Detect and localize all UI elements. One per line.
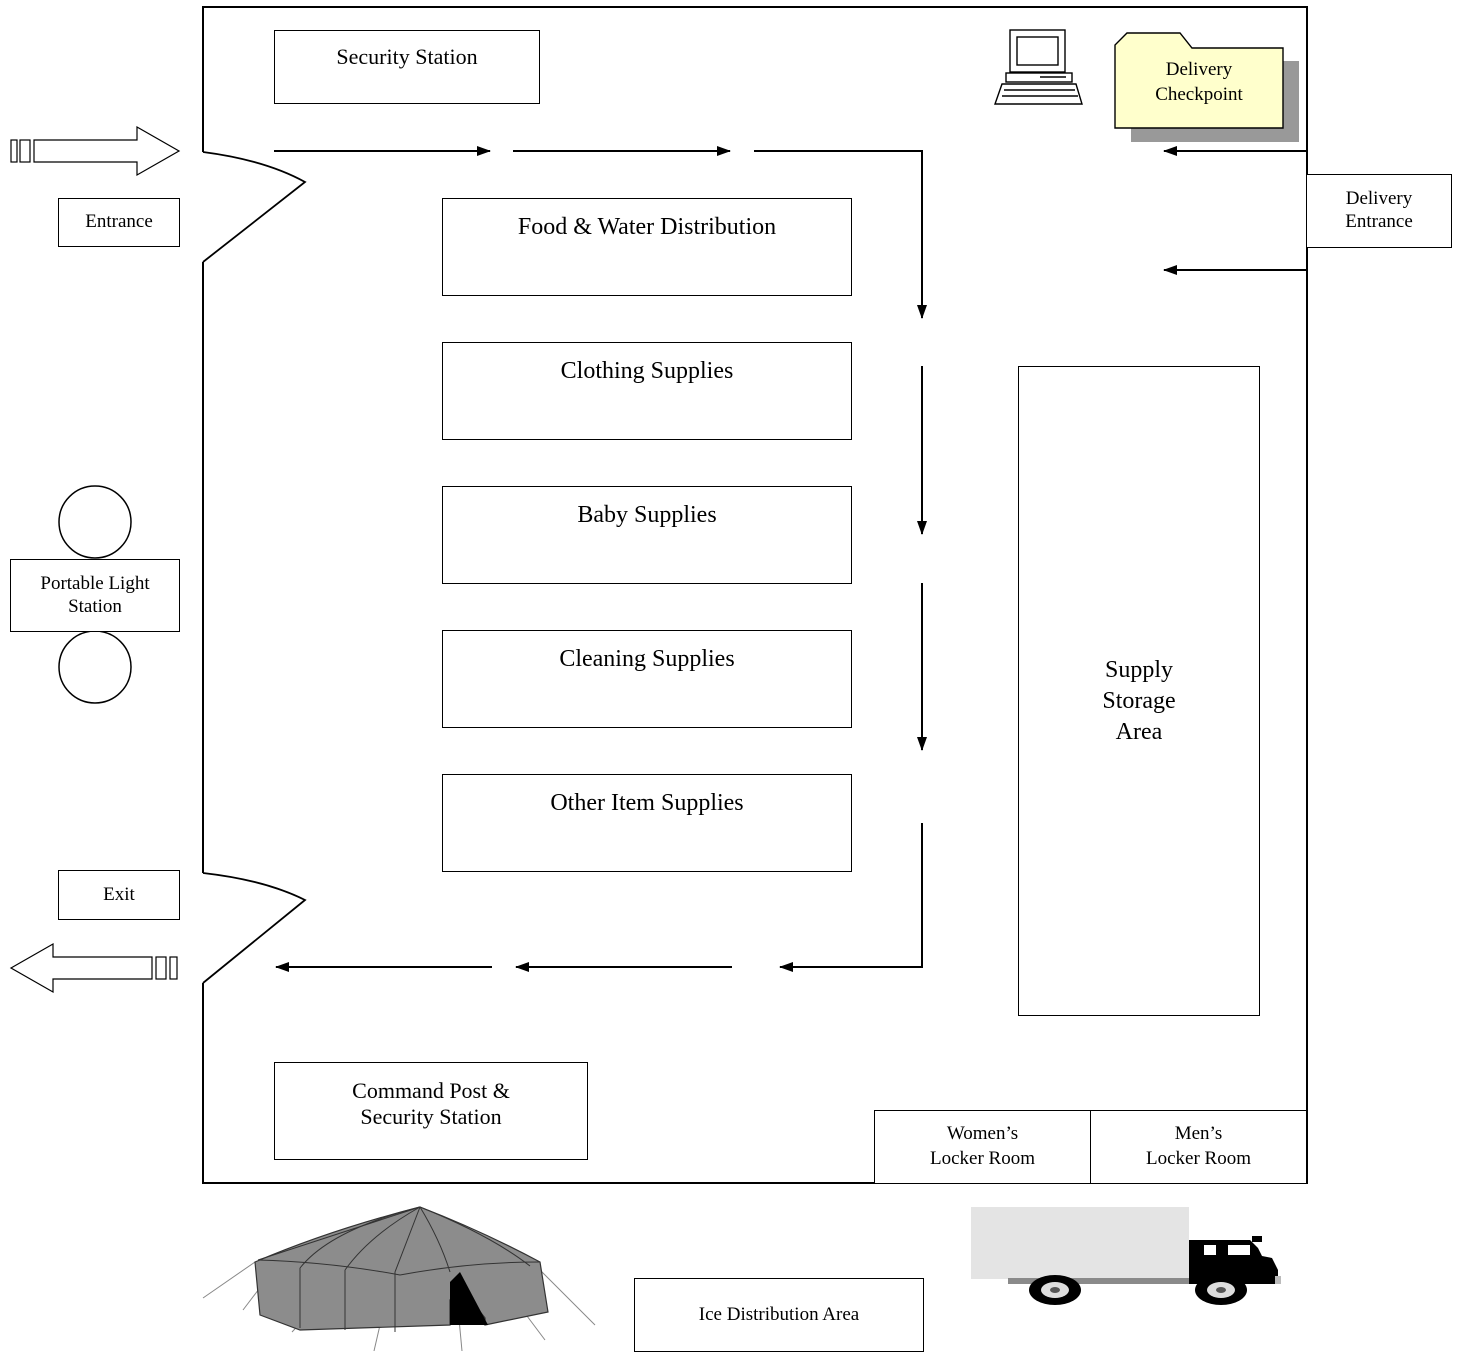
mens-locker-room-label: Men’s Locker Room: [1145, 1123, 1251, 1169]
delivery-checkpoint-label: Delivery Checkpoint: [1155, 59, 1243, 105]
security-station-label: Security Station: [336, 44, 478, 69]
portable-light-station: Portable Light Station: [10, 559, 180, 632]
station-baby: Baby Supplies: [442, 486, 852, 584]
security-station: Security Station: [274, 30, 540, 104]
delivery-entrance-label: Delivery Entrance: [1345, 188, 1413, 232]
station-food-water: Food & Water Distribution: [442, 198, 852, 296]
building-wall: [202, 6, 1308, 1184]
station-label: Other Item Supplies: [550, 790, 744, 816]
station-label: Food & Water Distribution: [517, 214, 777, 240]
truck-icon: [971, 1207, 1281, 1305]
light-icon: [58, 630, 132, 704]
folder-icon: [1114, 32, 1299, 142]
mens-locker-room: Men’s Locker Room: [1090, 1110, 1307, 1184]
command-post: Command Post & Security Station: [274, 1062, 588, 1160]
delivery-entrance: Delivery Entrance: [1306, 174, 1452, 248]
computer-icon: [994, 29, 1083, 105]
womens-locker-room-label: Women’s Locker Room: [929, 1123, 1035, 1169]
exit-label-box: Exit: [58, 870, 180, 920]
womens-locker-room: Women’s Locker Room: [874, 1110, 1091, 1184]
flow-arrow: [779, 823, 923, 972]
station-label: Cleaning Supplies: [559, 646, 735, 672]
light-icon: [58, 485, 132, 559]
station-other: Other Item Supplies: [442, 774, 852, 872]
entrance-label: Entrance: [85, 211, 153, 233]
command-post-label: Command Post & Security Station: [352, 1077, 510, 1129]
entrance-label-box: Entrance: [58, 198, 180, 247]
exit-label: Exit: [103, 883, 135, 905]
tent-icon: [202, 1206, 596, 1351]
portable-light-station-label: Portable Light Station: [40, 572, 150, 617]
supply-storage-area: Supply Storage Area: [1018, 366, 1260, 1016]
station-label: Baby Supplies: [577, 502, 717, 528]
station-label: Clothing Supplies: [560, 358, 734, 384]
ice-distribution-area: Ice Distribution Area: [634, 1278, 924, 1352]
station-cleaning: Cleaning Supplies: [442, 630, 852, 728]
flow-arrow: [754, 150, 927, 319]
exit-arrow-icon: [9, 942, 178, 994]
entrance-arrow-icon: [10, 125, 181, 177]
supply-storage-label: Supply Storage Area: [1102, 657, 1176, 746]
exit-door-icon: [201, 872, 307, 984]
flow-arrows: [274, 146, 1307, 972]
station-clothing: Clothing Supplies: [442, 342, 852, 440]
ice-distribution-label: Ice Distribution Area: [698, 1303, 860, 1325]
entrance-door-icon: [201, 151, 307, 263]
